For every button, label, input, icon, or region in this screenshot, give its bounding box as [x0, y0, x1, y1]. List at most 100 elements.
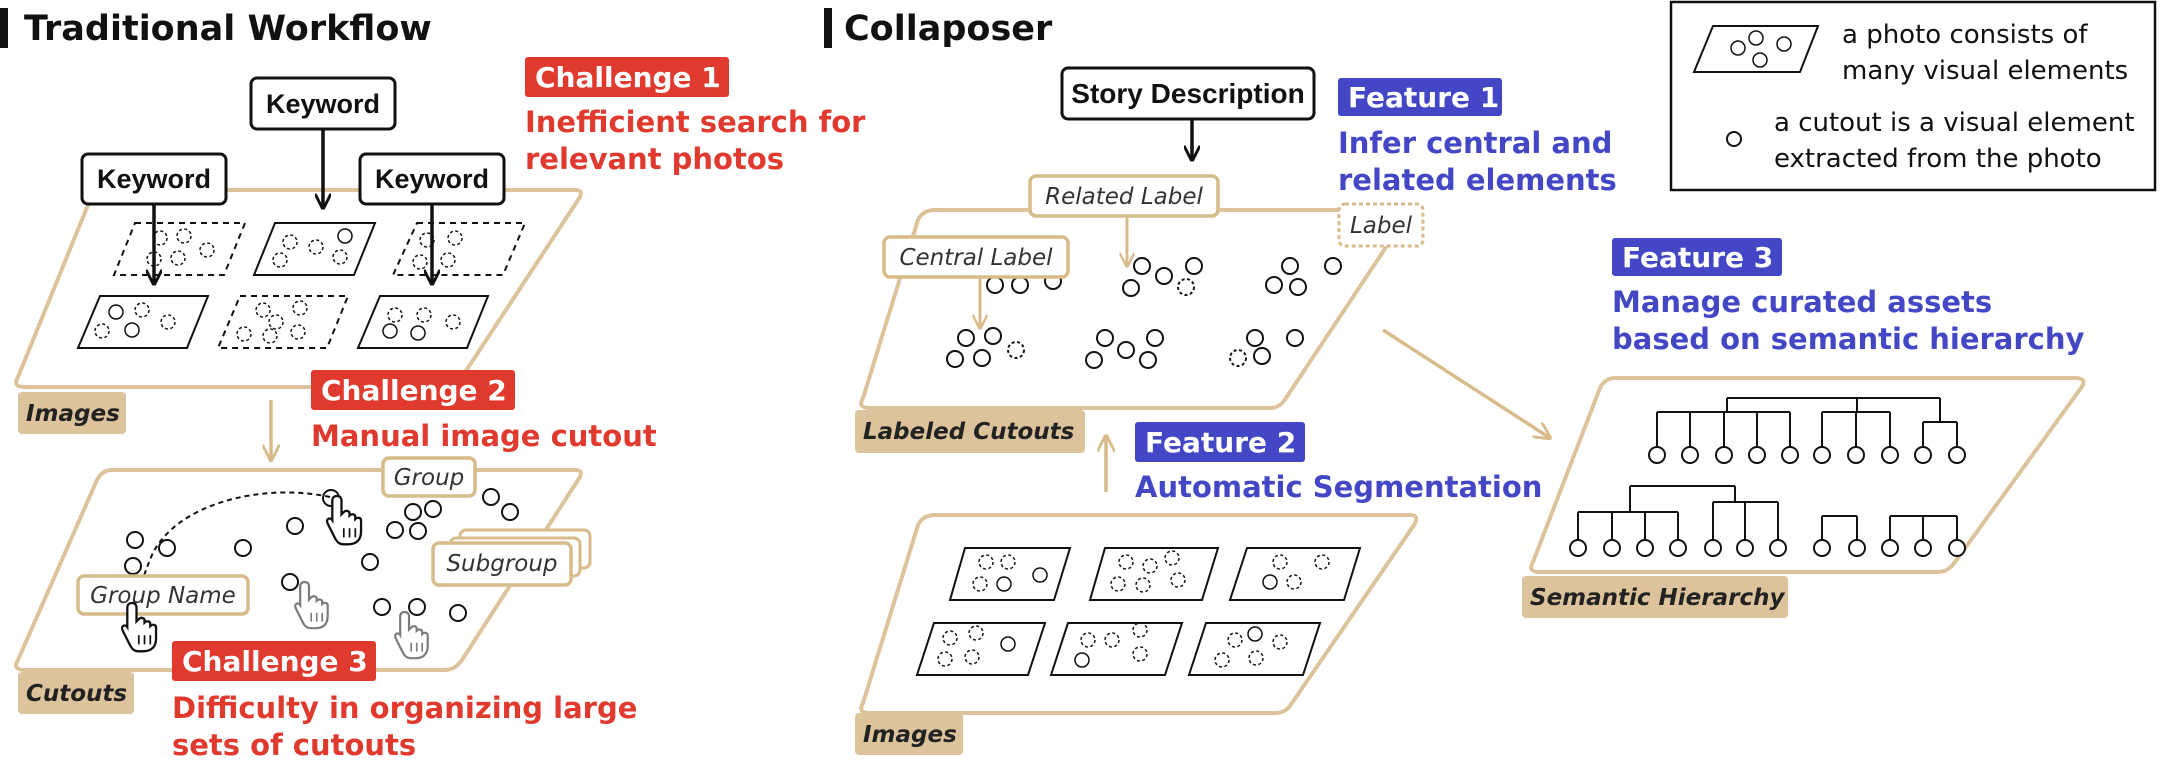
cutout: [1122, 279, 1140, 297]
cutout: [408, 598, 426, 616]
cutout: [1117, 341, 1135, 359]
cutout: [482, 488, 500, 506]
challenge-3-text: sets of cutouts: [172, 728, 416, 762]
cutout: [409, 522, 427, 540]
cutouts-tag: [18, 672, 134, 714]
cutout: [281, 573, 299, 591]
related-label-box: Related Label: [1028, 174, 1220, 218]
challenge-2-text: Manual image cutout: [311, 419, 657, 453]
legend-cutout-text: a cutout is a visual element: [1774, 108, 2135, 138]
hierarchy-tree: [1656, 397, 1958, 448]
cutout: [1155, 267, 1173, 285]
challenge-3-text: Difficulty in organizing large: [172, 691, 637, 725]
hierarchy-leaves: [1569, 539, 1966, 557]
cutout: [1085, 351, 1103, 369]
label-box-dashed: Label: [1337, 202, 1425, 248]
svg-text:Keyword: Keyword: [97, 164, 211, 194]
cutout: [984, 327, 1002, 345]
photo: [915, 622, 1047, 676]
labeled-cutouts-tag: [855, 410, 1085, 453]
keyword-box: Keyword: [249, 76, 397, 131]
hierarchy-tree: [1577, 485, 1958, 542]
cutout: [946, 350, 964, 368]
challenge-3-badge-label: Challenge 3: [182, 645, 368, 678]
challenge-3-badge: [172, 641, 376, 681]
svg-text:Group Name: Group Name: [90, 583, 236, 609]
legend-photo-text: a photo consists of: [1842, 20, 2088, 50]
hand-cursor-icon: [294, 580, 329, 630]
cutout: [404, 503, 422, 521]
challenge-2-badge-label: Challenge 2: [321, 374, 507, 407]
svg-text:Group: Group: [394, 465, 465, 491]
cutout: [286, 517, 304, 535]
photo: [948, 547, 1072, 601]
cutout: [1324, 257, 1342, 275]
central-label-box: Central Label: [882, 235, 1070, 279]
story-description-box: Story Description: [1060, 66, 1316, 121]
feature-3-text: Manage curated assets: [1612, 285, 1992, 319]
semantic-hierarchy-plane: [1529, 376, 2086, 574]
hand-cursor-icon: [394, 610, 429, 660]
cutout: [1185, 257, 1203, 275]
feature-3-badge: [1612, 238, 1782, 276]
svg-text:Story Description: Story Description: [1071, 78, 1304, 109]
photo: [252, 222, 377, 276]
group-name-label-box: Group Name: [76, 574, 250, 616]
legend-cutout-text: extracted from the photo: [1774, 144, 2102, 174]
svg-text:Keyword: Keyword: [375, 164, 489, 194]
legend-photo-text: many visual elements: [1842, 56, 2128, 86]
challenge-1-badge-label: Challenge 1: [535, 61, 721, 94]
images-plane: [14, 188, 583, 389]
subgroup-label-stack: Subgroup: [431, 528, 592, 587]
photo: [1187, 622, 1322, 676]
cutout: [373, 598, 391, 616]
photo: [1088, 547, 1220, 601]
svg-text:Label: Label: [1350, 213, 1413, 239]
svg-text:Central Label: Central Label: [899, 245, 1053, 271]
cutout: [158, 539, 176, 557]
group-label-box: Group: [381, 456, 477, 498]
cutout: [1253, 347, 1271, 365]
section-marker: [824, 8, 832, 48]
cutout: [126, 531, 144, 549]
cutout: [234, 539, 252, 557]
cutout: [973, 349, 991, 367]
cutout: [1146, 329, 1164, 347]
cutout: [386, 521, 404, 539]
feature-1-badge: [1338, 78, 1502, 116]
labeled-cutouts-tag-label: Labeled Cutouts: [863, 419, 1074, 445]
challenge-1-badge: [525, 57, 729, 97]
photo: [356, 295, 490, 349]
feature-1-text: related elements: [1338, 163, 1617, 197]
cutout: [1229, 349, 1247, 367]
feature-1-text: Infer central and: [1338, 126, 1612, 160]
cutout: [957, 329, 975, 347]
cutout: [1289, 278, 1307, 296]
cutout: [1265, 276, 1283, 294]
subgroup-label: Subgroup: [446, 551, 557, 577]
photo: [1049, 622, 1184, 676]
hierarchy-leaves: [1648, 446, 1966, 464]
cutout: [361, 553, 379, 571]
feature-2-badge-label: Feature 2: [1145, 426, 1296, 459]
cutouts-tag-label: Cutouts: [26, 681, 127, 707]
feature-3-badge-label: Feature 3: [1622, 241, 1773, 274]
hand-cursor-icon: [120, 601, 158, 653]
images-tag-label: Images: [26, 401, 120, 427]
keyword-box: Keyword: [80, 152, 228, 206]
feature-2-badge: [1135, 422, 1305, 462]
cutout-legend-icon: [1726, 131, 1742, 147]
images-tag: [18, 392, 126, 434]
photo: [391, 222, 527, 276]
svg-text:Keyword: Keyword: [266, 89, 380, 119]
challenge-2-badge: [311, 370, 515, 410]
challenge-1-text: Inefficient search for: [525, 105, 866, 139]
hand-cursor-icon: [325, 494, 363, 546]
challenge-1-text: relevant photos: [525, 142, 784, 176]
drag-path: [139, 491, 331, 599]
cutout: [1139, 351, 1157, 369]
semantic-hierarchy-tag: [1522, 576, 1788, 618]
arrow: [1382, 328, 1550, 438]
photo: [112, 222, 247, 276]
cutout: [1246, 329, 1264, 347]
